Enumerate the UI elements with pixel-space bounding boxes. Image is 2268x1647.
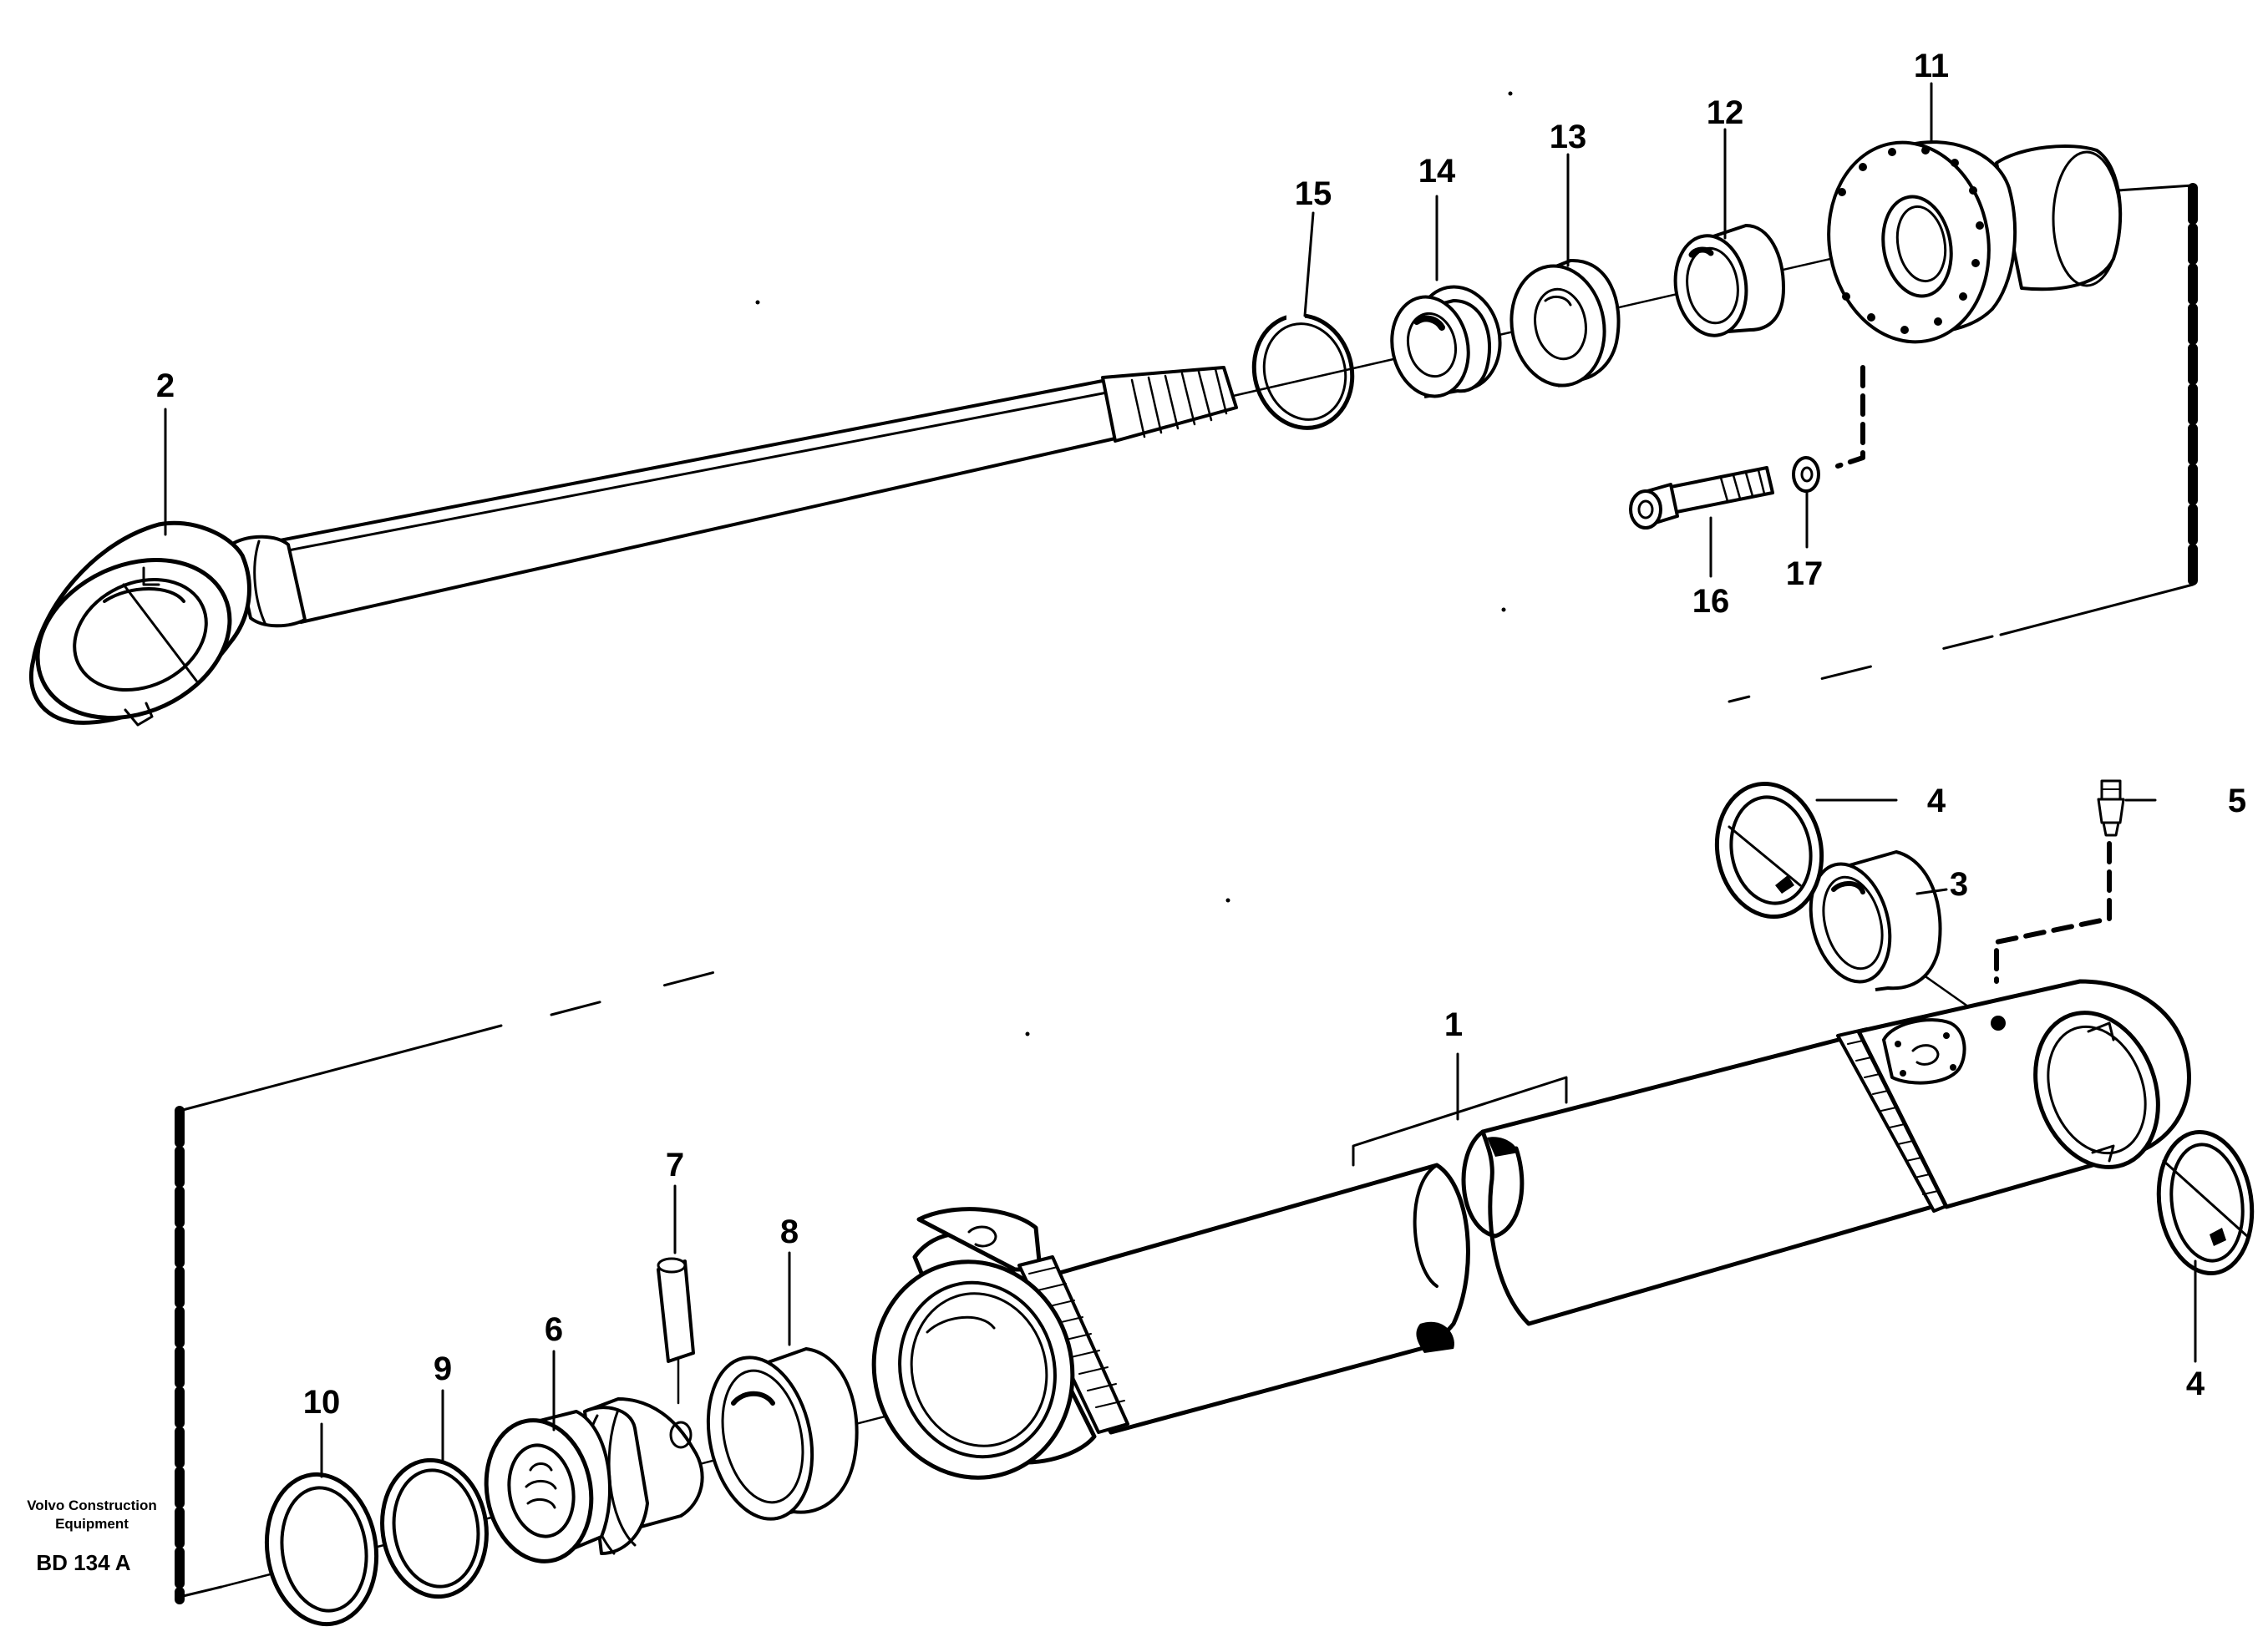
snap-ring-15 — [1251, 311, 1355, 430]
label-part-2: 2 — [156, 367, 175, 404]
label-part-14: 14 — [1418, 153, 1456, 190]
drawing-code: BD 134 A — [36, 1550, 130, 1575]
bushing-8 — [706, 1347, 859, 1521]
label-part-10: 10 — [303, 1384, 341, 1421]
label-part-5: 5 — [2228, 783, 2246, 819]
label-part-13: 13 — [1550, 119, 1587, 155]
bushing-3 — [1809, 850, 1942, 991]
screw-16 — [1629, 466, 1774, 530]
assembly-lines — [175, 183, 2198, 1604]
label-part-8: 8 — [780, 1214, 799, 1250]
snap-ring-4-bottom — [2156, 1129, 2255, 1276]
pin-7 — [657, 1257, 695, 1405]
seal-14 — [1390, 285, 1502, 398]
label-part-17: 17 — [1786, 555, 1824, 592]
label-part-6: 6 — [545, 1311, 563, 1348]
brand-line-2: Equipment — [55, 1516, 129, 1532]
washer-17 — [1792, 456, 1820, 493]
label-part-15: 15 — [1295, 175, 1332, 212]
piston-6 — [484, 1397, 704, 1563]
guide-ring-13 — [1509, 258, 1621, 388]
label-part-11: 11 — [1914, 48, 1949, 84]
ring-10 — [264, 1472, 379, 1627]
brand-line-1: Volvo Construction — [27, 1498, 157, 1513]
label-part-7: 7 — [666, 1147, 684, 1183]
cylinder-head-11 — [1827, 140, 2123, 344]
cylinder-tube-1 — [871, 979, 2191, 1480]
label-part-9: 9 — [434, 1351, 452, 1387]
specks — [755, 91, 1513, 1036]
label-part-3: 3 — [1950, 866, 1968, 903]
snap-ring-4-top — [1714, 781, 1824, 920]
brand-block: Volvo Construction Equipment BD 134 A — [27, 1498, 157, 1575]
bushing-12 — [1673, 224, 1785, 337]
ring-9 — [380, 1457, 489, 1599]
label-part-16: 16 — [1692, 583, 1730, 620]
label-part-12: 12 — [1707, 94, 1744, 131]
label-part-4-top: 4 — [1927, 783, 1946, 819]
label-part-4-bottom: 4 — [2186, 1366, 2205, 1402]
label-part-1: 1 — [1444, 1006, 1463, 1043]
leader-lines — [164, 82, 2197, 1478]
part-labels: 2 15 14 13 12 11 16 17 4 5 3 1 4 7 8 6 9… — [156, 48, 2246, 1421]
piston-rod — [28, 366, 1238, 727]
lube-nipple-5 — [2097, 779, 2125, 837]
